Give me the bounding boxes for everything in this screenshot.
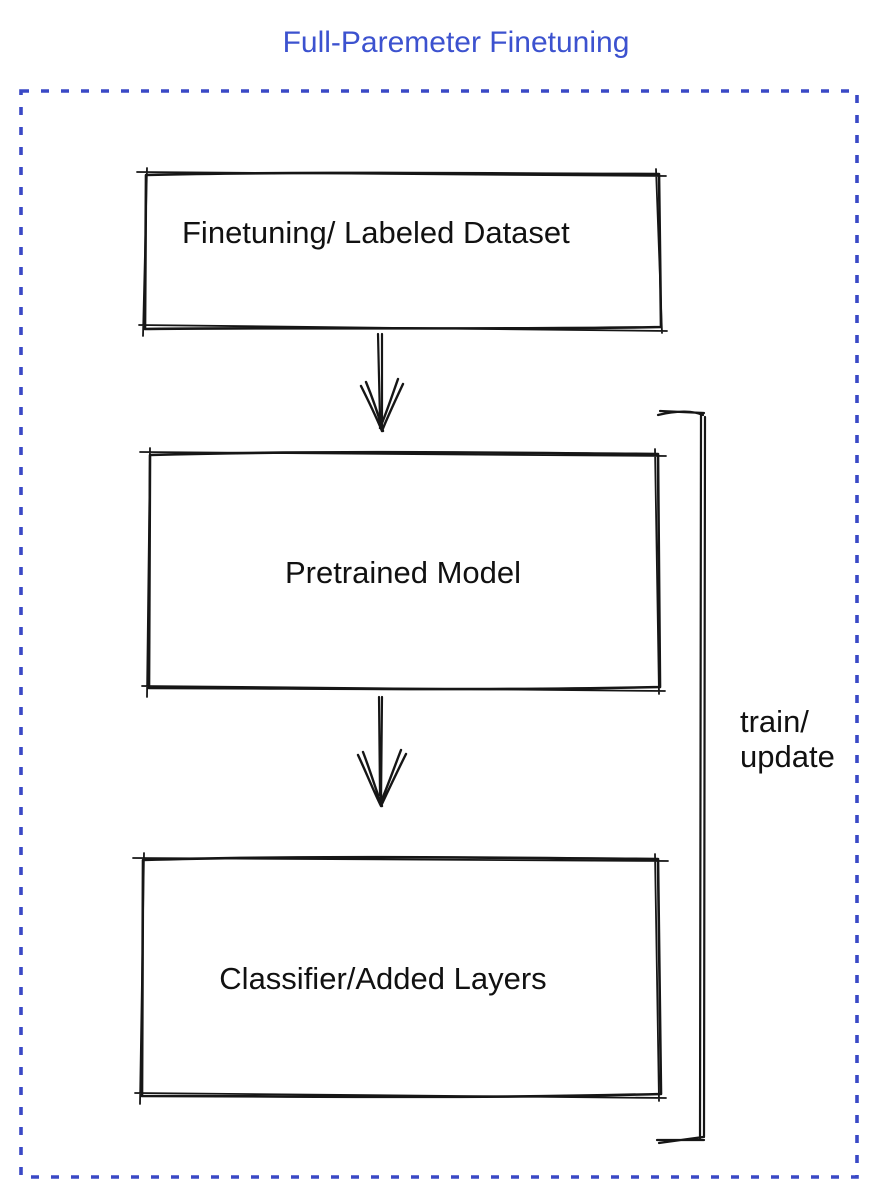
diagram-title: Full-Paremeter Finetuning	[283, 26, 630, 59]
train-update-label-line1: train/	[740, 704, 809, 739]
pretrained-model-box-sketch-border	[139, 447, 667, 698]
classifier-added-layers-box-sketch-border	[132, 852, 669, 1105]
arrow-head-down-icon	[356, 748, 408, 808]
finetuning-dataset-box-sketch-border	[136, 167, 668, 337]
finetuning-dataset-box: Finetuning/ Labeled Dataset	[136, 167, 668, 337]
pretrained-model-label: Pretrained Model	[285, 555, 521, 590]
bracket-line	[655, 409, 707, 1145]
train-update-bracket: train/ update	[655, 409, 835, 1145]
classifier-added-layers-label: Classifier/Added Layers	[219, 961, 546, 996]
arrow-head-down-icon	[359, 377, 405, 433]
classifier-added-layers-box-fill	[140, 855, 663, 1099]
pretrained-model-box-fill	[147, 450, 662, 691]
classifier-added-layers-box: Classifier/Added Layers	[132, 852, 669, 1105]
finetuning-dataset-box-fill	[143, 171, 663, 331]
train-update-label-line2: update	[740, 739, 835, 774]
arrow-dataset-to-model	[359, 332, 405, 433]
finetuning-dataset-label: Finetuning/ Labeled Dataset	[182, 215, 570, 250]
pretrained-model-box: Pretrained Model	[139, 447, 667, 698]
dotted-boundary	[19, 89, 859, 1179]
arrow-model-to-classifier	[356, 695, 408, 808]
